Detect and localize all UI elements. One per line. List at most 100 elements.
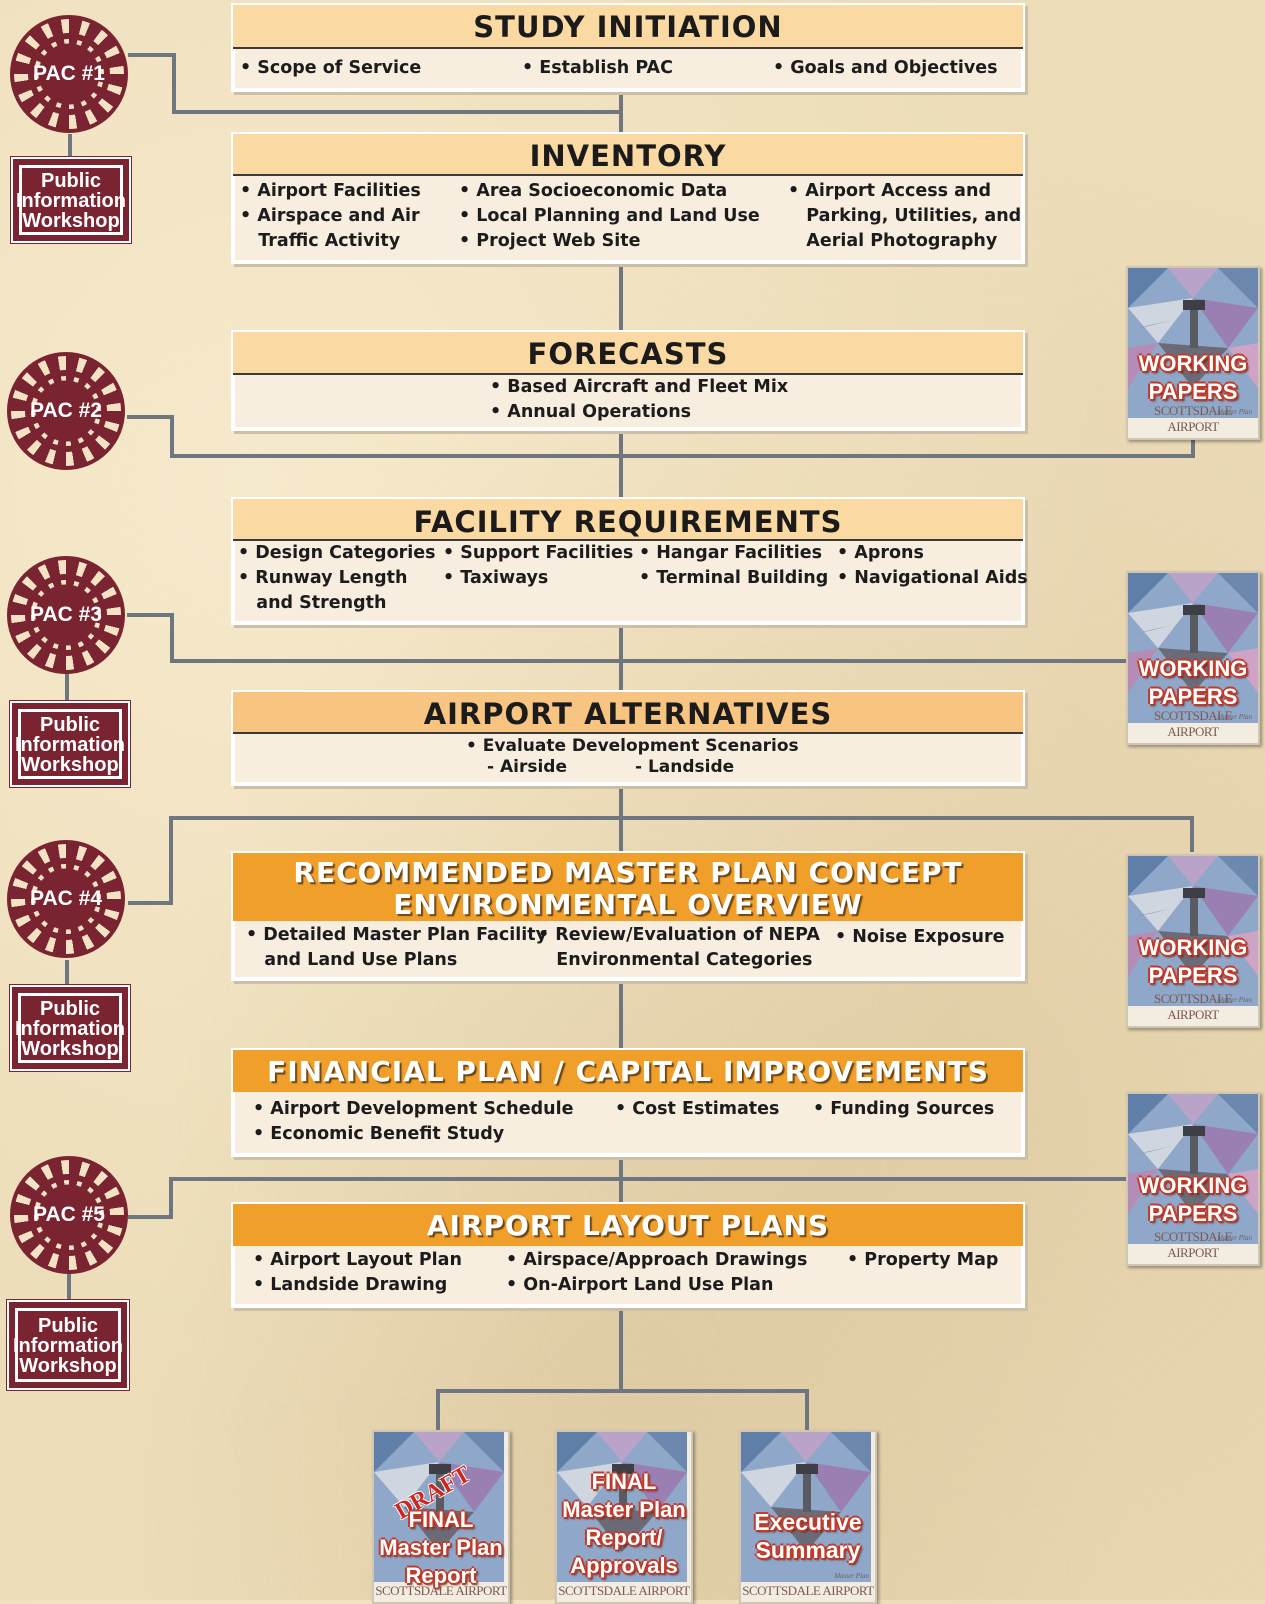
workshop-frame: [18, 709, 122, 779]
cover-subtitle: Master Plan: [1217, 408, 1252, 416]
public-workshop-3: Public Information Workshop: [9, 984, 131, 1072]
public-workshop-4: Public Information Workshop: [6, 1299, 130, 1391]
bullet: • Design Categories: [238, 543, 436, 563]
cover-line4: Approvals: [570, 1553, 678, 1578]
cover-line1: FINAL: [408, 1507, 474, 1532]
stage-facility-requirements: FACILITY REQUIREMENTS • Design Categorie…: [231, 497, 1028, 625]
pac3-connector: [127, 613, 1130, 663]
cover-art-image: [1128, 268, 1258, 418]
pac4-connector: [128, 816, 1194, 905]
bullet: • Aprons: [837, 543, 924, 563]
bullet: • Airport Development Schedule: [253, 1099, 574, 1119]
workshop-line3: Workshop: [21, 754, 119, 776]
bullet: • Airspace/Approach Drawings: [506, 1250, 808, 1270]
public-workshop-2: Public Information Workshop: [9, 700, 131, 788]
cover-footer: SCOTTSDALE AIRPORT: [1153, 991, 1233, 1022]
cover-art-image: [557, 1432, 687, 1582]
cover-line2: PAPERS: [1148, 684, 1238, 709]
workshop-line1: Public: [40, 170, 101, 192]
cover-subtitle: Master Plan: [1217, 996, 1252, 1004]
cover-footer: SCOTTSDALE AIRPORT: [1153, 708, 1233, 739]
cover-footer: SCOTTSDALE AIRPORT: [375, 1583, 507, 1598]
cover-line3: Report/: [585, 1525, 663, 1550]
bullet: • Cost Estimates: [615, 1099, 780, 1119]
cover-line2: Master Plan: [562, 1497, 686, 1522]
pac-2-badge: PAC #2: [7, 352, 125, 470]
stage-title: AIRPORT LAYOUT PLANS: [233, 1204, 1023, 1246]
bullet: • Airspace and Air: [240, 206, 420, 226]
bullet: • Detailed Master Plan Facility: [246, 925, 547, 945]
workshop-line2: Information: [15, 1018, 125, 1040]
cover-line1: WORKING: [1138, 351, 1248, 376]
public-workshop-1: Public Information Workshop: [10, 156, 132, 244]
pac5-connector: [128, 1177, 1130, 1219]
stage-title: FORECASTS: [233, 332, 1023, 375]
stage-airport-layout-plans: AIRPORT LAYOUT PLANS • Airport Layout Pl…: [231, 1202, 1025, 1308]
bullet: • Scope of Service: [240, 58, 422, 78]
cover-footer: SCOTTSDALE AIRPORT: [1153, 403, 1233, 434]
pac2-connector: [127, 415, 1195, 458]
stage-title: FINANCIAL PLAN / CAPITAL IMPROVEMENTS: [233, 1050, 1023, 1092]
cover-art-image: [374, 1432, 504, 1582]
cover-line2: PAPERS: [1148, 379, 1238, 404]
cover-subtitle: Master Plan: [1217, 1234, 1252, 1242]
bullet: • Airport Facilities: [240, 181, 421, 201]
cover-line1: WORKING: [1138, 1173, 1248, 1198]
stage-title-block: RECOMMENDED MASTER PLAN CONCEPT ENVIRONM…: [233, 853, 1023, 921]
bullet: • Runway Length: [238, 568, 408, 588]
cover-art-image: [1128, 856, 1258, 1006]
bullet: • Review/Evaluation of NEPA: [538, 925, 820, 945]
workshop-line1: Public: [39, 998, 100, 1020]
bullet: • Support Facilities: [443, 543, 634, 563]
pac-label: PAC #5: [33, 1203, 105, 1226]
stage-title: INVENTORY: [233, 134, 1023, 176]
bullet: • Navigational Aids: [837, 568, 1028, 588]
bullet: • Economic Benefit Study: [253, 1124, 505, 1144]
cover-line2: PAPERS: [1148, 1201, 1238, 1226]
final-report-approvals-cover: FINAL Master Plan Report/ Approvals SCOT…: [555, 1430, 693, 1604]
workshop-line2: Information: [16, 190, 126, 212]
bullet: and Land Use Plans: [246, 950, 458, 970]
working-papers-cover-4: WORKING PAPERS Master Plan SCOTTSDALE AI…: [1126, 1092, 1260, 1266]
working-papers-cover-2: WORKING PAPERS Master Plan SCOTTSDALE AI…: [1126, 571, 1260, 745]
workshop-line1: Public: [39, 714, 100, 736]
bullet: • Terminal Building: [639, 568, 829, 588]
bullet: - Landside: [635, 757, 735, 777]
stage-inventory: INVENTORY • Airport Facilities • Airspac…: [231, 132, 1025, 264]
bullet: • Annual Operations: [490, 402, 692, 422]
workshop-line3: Workshop: [22, 210, 120, 232]
cover-footer: SCOTTSDALE AIRPORT: [742, 1583, 874, 1598]
cover-art-image: [1128, 573, 1258, 723]
cover-line2: PAPERS: [1148, 963, 1238, 988]
draft-final-report-cover: DRAFT FINAL Master Plan Report SCOTTSDAL…: [372, 1430, 510, 1604]
bullet: • Goals and Objectives: [773, 58, 998, 78]
bullet: • Evaluate Development Scenarios: [466, 736, 799, 756]
working-papers-cover-3: WORKING PAPERS Master Plan SCOTTSDALE AI…: [1126, 854, 1260, 1028]
bullet: • Project Web Site: [459, 231, 641, 251]
pac-5-badge: PAC #5: [10, 1156, 128, 1274]
cover-line1: WORKING: [1138, 656, 1248, 681]
bullet: Traffic Activity: [240, 231, 401, 251]
executive-summary-cover: Executive Summary Master Plan SCOTTSDALE…: [739, 1430, 877, 1604]
pac-1-badge: PAC #1: [10, 15, 128, 133]
bullet: • Taxiways: [443, 568, 549, 588]
pac1-connector: [128, 53, 621, 114]
bullet: • Funding Sources: [813, 1099, 995, 1119]
cover-line2: Master Plan: [379, 1535, 503, 1560]
bullet: - Airside: [487, 757, 567, 777]
cover-subtitle: Master Plan: [834, 1572, 869, 1580]
workshop-frame: [15, 1308, 121, 1382]
workshop-frame: [18, 993, 122, 1063]
workshop-line3: Workshop: [19, 1355, 117, 1377]
cover-line3: Report: [405, 1563, 477, 1588]
workshop-line2: Information: [13, 1335, 123, 1357]
stage-study-initiation: STUDY INITIATION • Scope of Service • Es…: [231, 3, 1025, 92]
workshop-line3: Workshop: [21, 1038, 119, 1060]
bullet: • Establish PAC: [522, 58, 673, 78]
bullet: • Local Planning and Land Use: [459, 206, 760, 226]
stage-title: FACILITY REQUIREMENTS: [233, 499, 1023, 541]
bullet: • Noise Exposure: [835, 927, 1005, 947]
bullet: • Property Map: [847, 1250, 999, 1270]
stage-forecasts: FORECASTS • Based Aircraft and Fleet Mix…: [231, 330, 1025, 431]
bullet: • On-Airport Land Use Plan: [506, 1275, 774, 1295]
